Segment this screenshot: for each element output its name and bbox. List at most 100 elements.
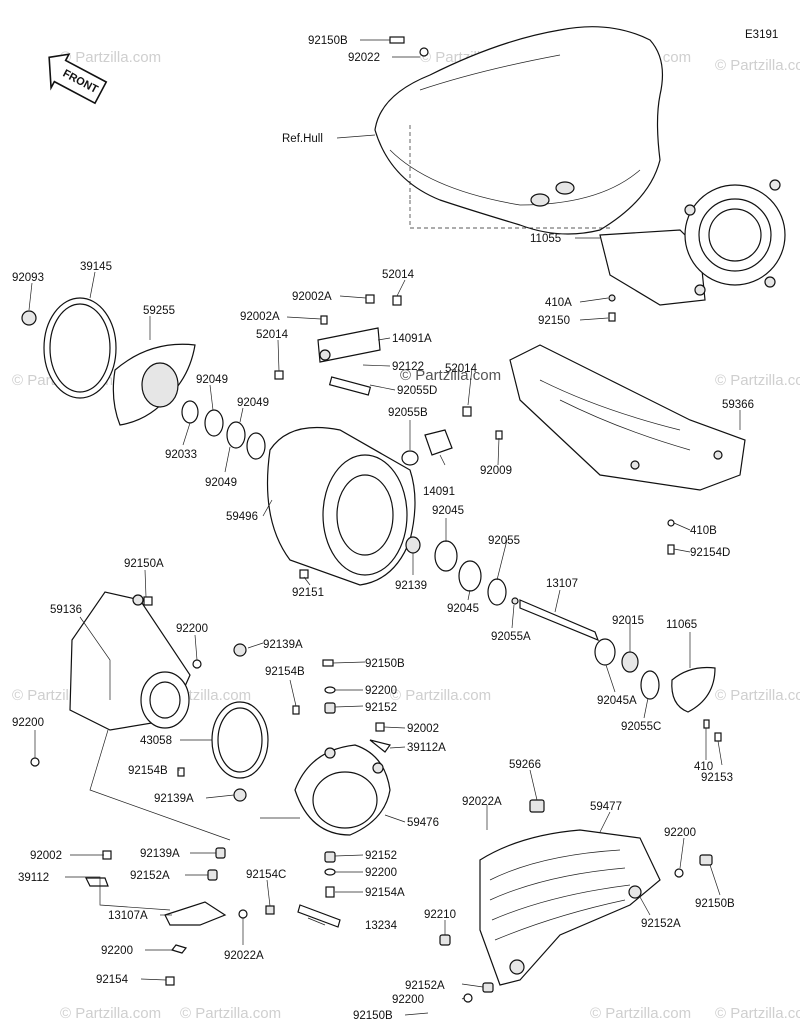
pump-cover-59477 [439,799,713,1003]
watermark: © Partzilla.com [715,1005,800,1022]
part-label: 92122 [392,361,424,373]
part-label: 52014 [445,363,478,375]
watermark: © Partzilla.com [715,57,800,74]
part-label: 92150B [308,35,348,47]
watermark: © Partzilla.com [60,1005,161,1022]
ride-plate-59366 [509,344,746,491]
part-label: 92139A [140,848,180,860]
part-label: 92139A [263,639,303,651]
part-label: 92200 [365,867,397,879]
impeller-assembly [21,297,266,460]
part-label: 410 [694,761,713,773]
part-label: 92055B [388,407,428,419]
part-label: 92055C [621,721,661,733]
part-label: 59266 [509,759,541,771]
part-label: 39112A [407,742,446,754]
watermark: © Partzilla.com [590,1005,691,1022]
part-label: 410B [690,525,717,537]
part-label: 92150B [353,1010,393,1022]
part-label: 39112 [18,872,49,884]
part-label: 92152A [641,918,681,930]
part-label: 59477 [590,801,622,813]
part-label: 92152A [130,870,170,882]
part-label: 59366 [722,399,754,411]
part-label: 92150B [365,658,405,670]
part-label: 92055D [397,385,437,397]
part-label: 92200 [176,623,208,635]
part-label: 52014 [256,329,289,341]
right-hardware [30,36,722,777]
part-label: 92150B [695,898,735,910]
part-label: 13107 [546,578,578,590]
part-label: 92045 [447,603,479,615]
part-label: 92002 [407,723,439,735]
part-label: 92152A [405,980,445,992]
watermark: © Partzilla.com [60,49,161,66]
watermark: © Partzilla.com [180,1005,281,1022]
part-label: 92150A [124,558,164,570]
part-label: 92200 [12,717,44,729]
part-label: 92022 [348,52,380,64]
part-label: 92055 [488,535,520,547]
part-label: 92200 [101,945,133,957]
center-watermark: © Partzilla.com [400,367,501,384]
part-label: 92154B [128,765,168,777]
part-label: 13107A [108,910,148,922]
part-label: 92002A [240,311,280,323]
part-label: 92049 [196,374,228,386]
watermark: © Partzilla.com [715,372,800,389]
part-label: 92200 [664,827,696,839]
leader-lines [28,39,741,1016]
part-label: 92009 [480,465,512,477]
pump-housing-11055 [599,179,786,306]
watermark: © Partzilla.com [715,687,800,704]
part-label: 92151 [292,587,324,599]
part-label: 92002 [30,850,62,862]
part-label: 92200 [365,685,397,697]
watermark: © Partzilla.com [390,687,491,704]
hardware-column [265,659,392,928]
part-label: 92055A [491,631,531,643]
part-label: 52014 [382,269,415,281]
part-label: 92015 [612,615,644,627]
part-label: 13234 [365,920,398,932]
part-label: 14091 [423,486,455,498]
front-arrow: FRONT [48,53,108,105]
part-label: 59255 [143,305,175,317]
part-label: Ref.Hull [282,133,323,145]
part-label: 92049 [205,477,237,489]
part-label: 92154B [265,666,305,678]
diagram-code: E3191 [745,29,778,41]
part-label: 14091A [392,333,432,345]
part-label: 11055 [530,233,561,245]
part-label: 11065 [666,619,697,631]
part-label: 92049 [237,397,269,409]
part-label: 92152 [365,702,397,714]
part-label: 92154C [246,869,286,881]
part-label: 92210 [424,909,456,921]
part-label: 92022A [462,796,502,808]
steering-nozzle-59136 [69,591,191,731]
part-labels: 92150B 92022 Ref.Hull 11055 410A 92150 5… [12,35,754,1022]
part-label: 410A [545,297,572,309]
part-label: 92002A [292,291,332,303]
part-label: 59476 [407,817,439,829]
reverse-bucket-59476 [294,744,391,836]
part-label: 92045 [432,505,464,517]
part-label: 59496 [226,511,258,523]
part-label: 92153 [701,772,733,784]
part-label: 92154 [96,974,129,986]
hull-outline [374,26,663,235]
part-label: 92033 [165,449,197,461]
part-label: 92022A [224,950,264,962]
part-label: 92093 [12,272,44,284]
part-label: 92154D [690,547,730,559]
part-label: 92139A [154,793,194,805]
part-label: 39145 [80,261,112,273]
part-label: 92139 [395,580,427,592]
part-label: 43058 [140,735,172,747]
part-label: 59136 [50,604,82,616]
part-label: 92200 [392,994,424,1006]
part-label: 92045A [597,695,637,707]
